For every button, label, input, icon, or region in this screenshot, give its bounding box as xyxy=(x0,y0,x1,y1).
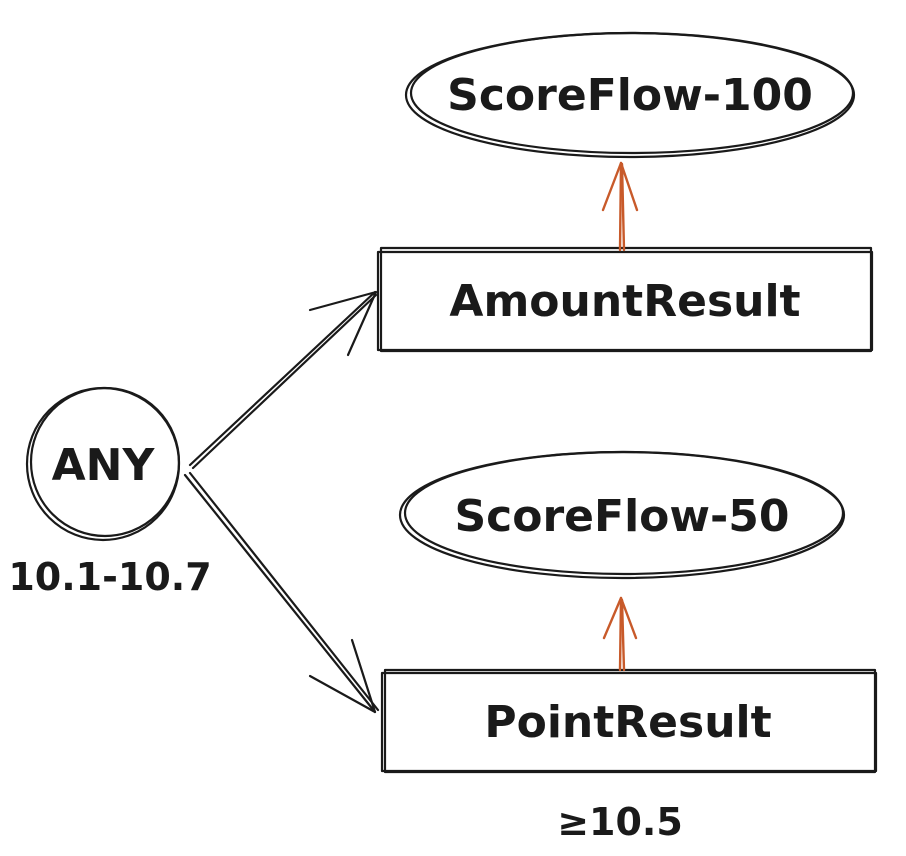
edge-line xyxy=(618,596,623,672)
ellipse-outline-sketch xyxy=(403,450,845,576)
edge-line-sketch xyxy=(620,598,626,672)
box-outline-sketch xyxy=(380,671,878,773)
amount-result-label: AmountResult xyxy=(449,276,800,327)
any-note: 10.1-10.7 xyxy=(8,555,211,599)
amount-result-node[interactable]: AmountResult xyxy=(376,246,874,353)
any-node[interactable]: ANY xyxy=(25,386,181,542)
arrowhead-icon xyxy=(308,290,378,357)
edge-line-sketch xyxy=(191,293,378,470)
edge-line xyxy=(183,473,377,714)
arrowhead-icon xyxy=(602,596,638,640)
arrowhead-icon xyxy=(601,161,639,212)
ellipse-outline-sketch xyxy=(409,31,855,155)
point-result-label: PointResult xyxy=(484,697,771,748)
arrowhead-icon xyxy=(308,638,377,714)
edge-line xyxy=(618,161,623,252)
circle-outline-sketch xyxy=(29,386,181,538)
any-label: ANY xyxy=(52,440,156,491)
edge-amount-result-to-scoreflow-100 xyxy=(601,161,639,252)
box-outline-sketch xyxy=(376,250,874,352)
scoreflow-100-label: ScoreFlow-100 xyxy=(447,70,813,121)
point-result-note: ≥10.5 xyxy=(557,800,683,844)
edge-point-result-to-scoreflow-50 xyxy=(602,596,638,672)
edge-line-sketch xyxy=(188,471,380,712)
scoreflow-50-node[interactable]: ScoreFlow-50 xyxy=(398,450,846,580)
edge-line-sketch xyxy=(620,162,626,252)
edge-any-to-amount-result xyxy=(188,290,378,470)
scoreflow-100-node[interactable]: ScoreFlow-100 xyxy=(404,31,856,159)
edge-line xyxy=(188,290,377,467)
point-result-node[interactable]: PointResult xyxy=(380,668,878,774)
edge-any-to-point-result xyxy=(183,471,380,714)
scoreflow-50-label: ScoreFlow-50 xyxy=(454,491,789,542)
